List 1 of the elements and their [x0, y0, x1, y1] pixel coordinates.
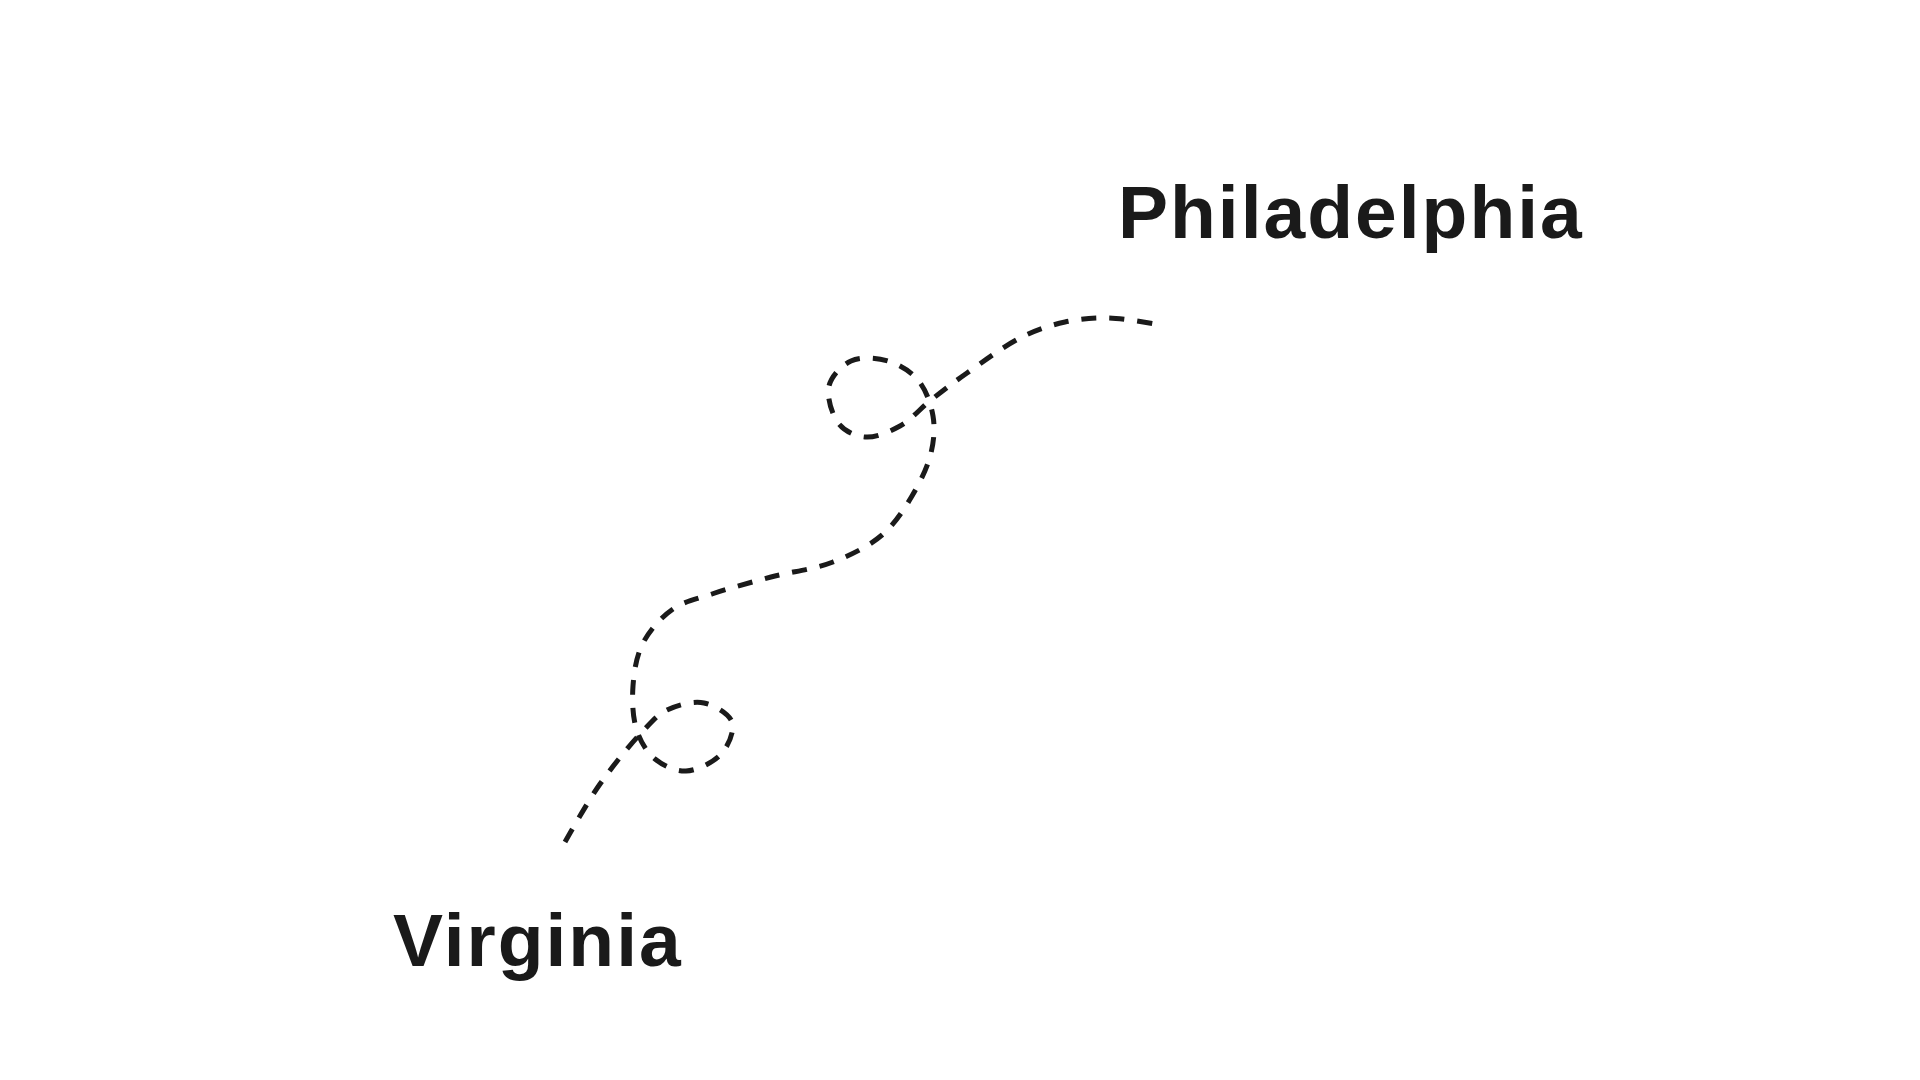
dashed-route-line: [562, 315, 1156, 844]
